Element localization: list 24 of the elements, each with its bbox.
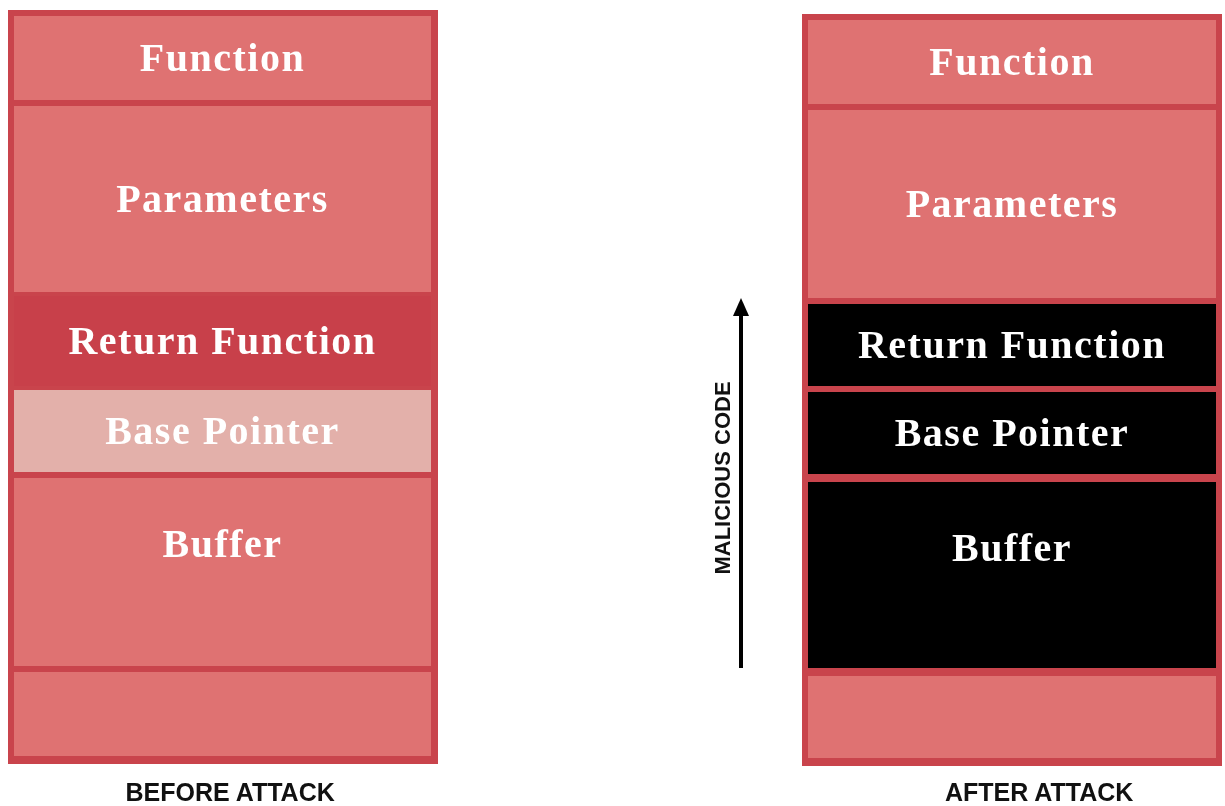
stack-segment [808,482,1216,668]
stack-segment [14,478,431,666]
segment-label: Return Function [857,325,1167,365]
segment-label: Buffer [162,524,283,564]
segment-label: Base Pointer [105,411,340,451]
stack-segment [14,106,431,292]
segment-label: Parameters [116,179,329,219]
stack-segment [14,390,431,472]
segment-label: Function [929,42,1095,82]
segment-label: Buffer [951,528,1073,568]
segment-label: Return Function [68,321,377,361]
stack-caption: AFTER ATTACK [945,779,1134,805]
stack-segment [14,16,431,100]
empty-stack-segment [14,672,431,756]
empty-stack-segment [808,676,1216,758]
segment-label: Function [139,38,306,78]
segment-label: Base Pointer [894,413,1130,453]
stack-segment [808,110,1216,298]
stack-segment [808,20,1216,104]
stack-segment [808,304,1216,386]
stack-segment [808,392,1216,474]
stack-caption: BEFORE ATTACK [125,779,335,805]
arrow-label: MALICIOUS CODE [711,381,734,575]
segment-label: Parameters [905,184,1119,224]
